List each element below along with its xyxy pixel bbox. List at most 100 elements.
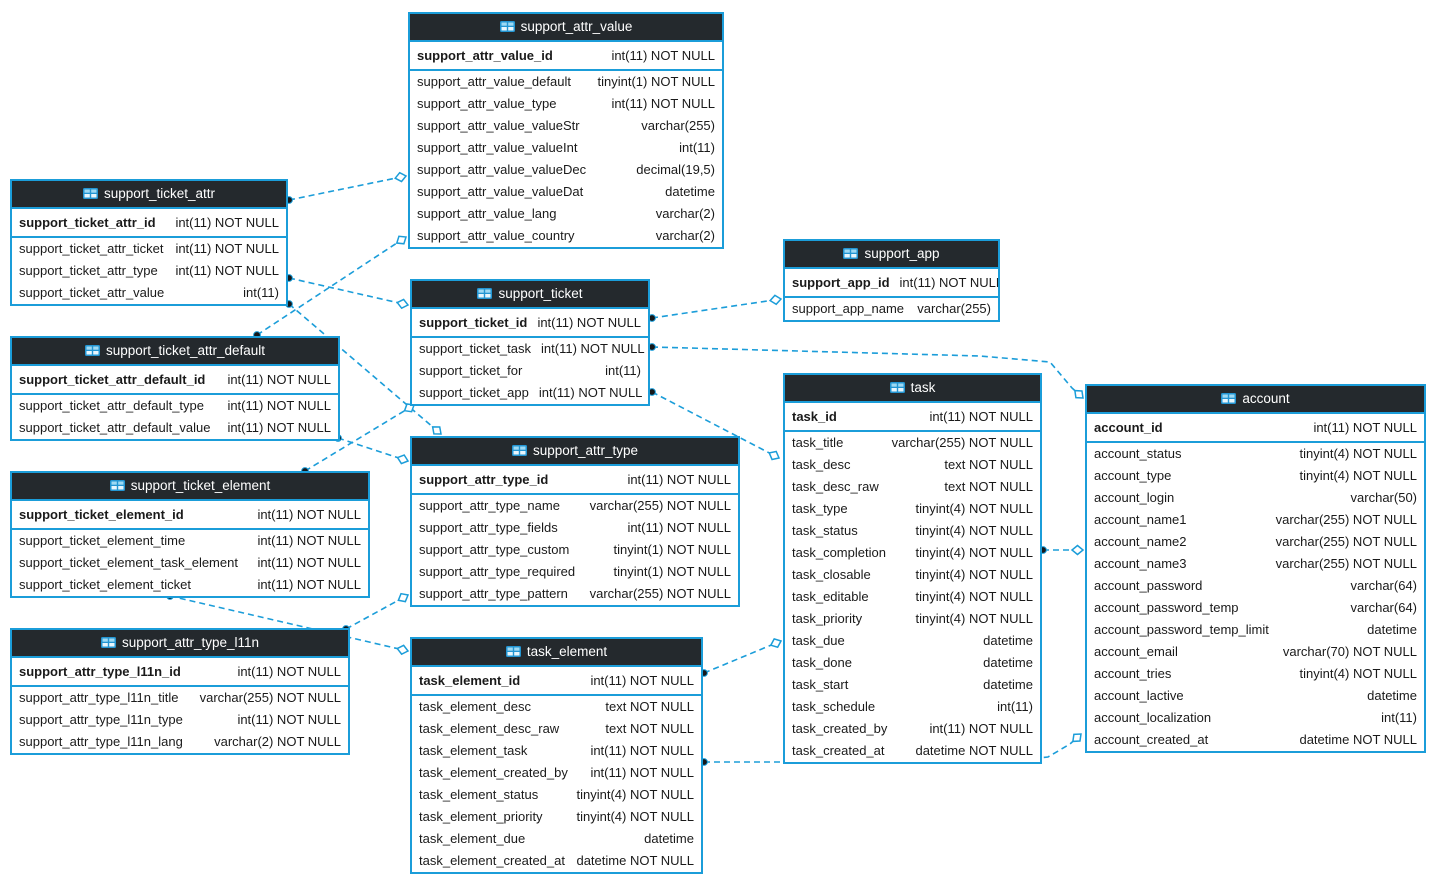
table-icon	[82, 188, 98, 199]
connector-task--account[interactable]	[1039, 544, 1085, 556]
column-type: datetime	[983, 633, 1033, 648]
column-type: tinyint(4) NOT NULL	[915, 545, 1033, 560]
table-title: account	[1242, 391, 1290, 406]
column-type: int(11) NOT NULL	[929, 721, 1033, 736]
connector-diamond-end	[1070, 544, 1085, 556]
column-type: tinyint(4) NOT NULL	[915, 611, 1033, 626]
table-header[interactable]: support_attr_value	[410, 14, 722, 42]
column-type: tinyint(1) NOT NULL	[613, 564, 731, 579]
column-type: datetime	[1367, 622, 1417, 637]
table-support_ticket_attr_default[interactable]: support_ticket_attr_default support_ticke…	[10, 336, 340, 441]
table-icon	[1221, 393, 1237, 404]
column-name: support_ticket_element_id	[19, 507, 184, 522]
table-header[interactable]: support_attr_type	[412, 438, 738, 466]
column-name: account_password_temp	[1094, 600, 1239, 615]
table-header[interactable]: support_attr_type_l11n	[12, 630, 348, 658]
table-support_ticket_attr[interactable]: support_ticket_attr support_ticket_attr_i…	[10, 179, 288, 306]
column-type: varchar(255) NOT NULL	[1275, 512, 1417, 527]
table-header[interactable]: support_ticket_attr	[12, 181, 286, 209]
column-name: task_desc	[792, 457, 851, 472]
table-header[interactable]: support_app	[785, 241, 998, 269]
table-icon	[499, 21, 515, 32]
column-name: account_name1	[1094, 512, 1187, 527]
table-header[interactable]: support_ticket_attr_default	[12, 338, 338, 366]
connector-support_attr_type_l11n--support_attr_type[interactable]	[342, 592, 410, 633]
connector-support_ticket_attr_default--support_attr_type[interactable]	[334, 434, 410, 465]
column-type: int(11)	[605, 363, 641, 378]
column-type: tinyint(4) NOT NULL	[915, 589, 1033, 604]
column-type: datetime	[983, 655, 1033, 670]
table-title: support_ticket_element	[130, 478, 271, 493]
column-name: account_status	[1094, 446, 1182, 461]
column-name: account_password	[1094, 578, 1203, 593]
column-name: support_attr_type_pattern	[419, 586, 568, 601]
connector-support_ticket_attr--support_attr_value[interactable]	[285, 171, 408, 204]
column-name: task_element_priority	[419, 809, 543, 824]
column-name: task_element_created_at	[419, 853, 565, 868]
table-task_element[interactable]: task_element task_element_id int(11) NOT N…	[410, 637, 703, 874]
column-name: support_attr_type_name	[419, 498, 560, 513]
connector-task_element--task[interactable]	[700, 638, 783, 677]
column-name: support_ticket_element_task_element	[19, 555, 238, 570]
column-type: int(11) NOT NULL	[257, 507, 361, 522]
column-name: support_ticket_attr_id	[19, 215, 156, 230]
column-name: task_schedule	[792, 699, 876, 714]
table-header[interactable]: support_ticket	[412, 281, 648, 309]
column-row: support_ticket_for int(11)	[412, 360, 648, 382]
column-name: support_ticket_task	[419, 341, 532, 356]
table-header[interactable]: account	[1087, 386, 1424, 414]
column-type: int(11)	[243, 285, 279, 300]
column-type: varchar(255) NOT NULL	[589, 586, 731, 601]
column-type: varchar(64)	[1350, 578, 1417, 593]
table-header[interactable]: task_element	[412, 639, 701, 667]
column-name: task_element_id	[419, 673, 521, 688]
connector-support_ticket--support_app[interactable]	[648, 294, 783, 322]
column-name: account_lactive	[1094, 688, 1184, 703]
connector-diamond-end	[768, 450, 781, 461]
table-support_attr_type_l11n[interactable]: support_attr_type_l11n support_attr_type_…	[10, 628, 350, 755]
table-header[interactable]: support_ticket_element	[12, 473, 368, 501]
connector-support_ticket_attr--support_ticket[interactable]	[285, 274, 410, 310]
table-title: task_element	[526, 644, 608, 659]
column-type: datetime	[1367, 688, 1417, 703]
table-support_ticket_element[interactable]: support_ticket_element support_ticket_ele…	[10, 471, 370, 598]
table-title: support_ticket	[498, 286, 583, 301]
column-type: int(11) NOT NULL	[590, 743, 694, 758]
column-name: account_password_temp_limit	[1094, 622, 1269, 637]
column-type: text NOT NULL	[605, 721, 694, 736]
column-type: int(11) NOT NULL	[899, 275, 998, 290]
column-row: account_lactive datetime	[1087, 685, 1424, 707]
column-type: int(11) NOT NULL	[1313, 420, 1417, 435]
column-name: support_ticket_attr_default_id	[19, 372, 206, 387]
column-name: support_ticket_for	[419, 363, 523, 378]
table-header[interactable]: task	[785, 375, 1040, 403]
